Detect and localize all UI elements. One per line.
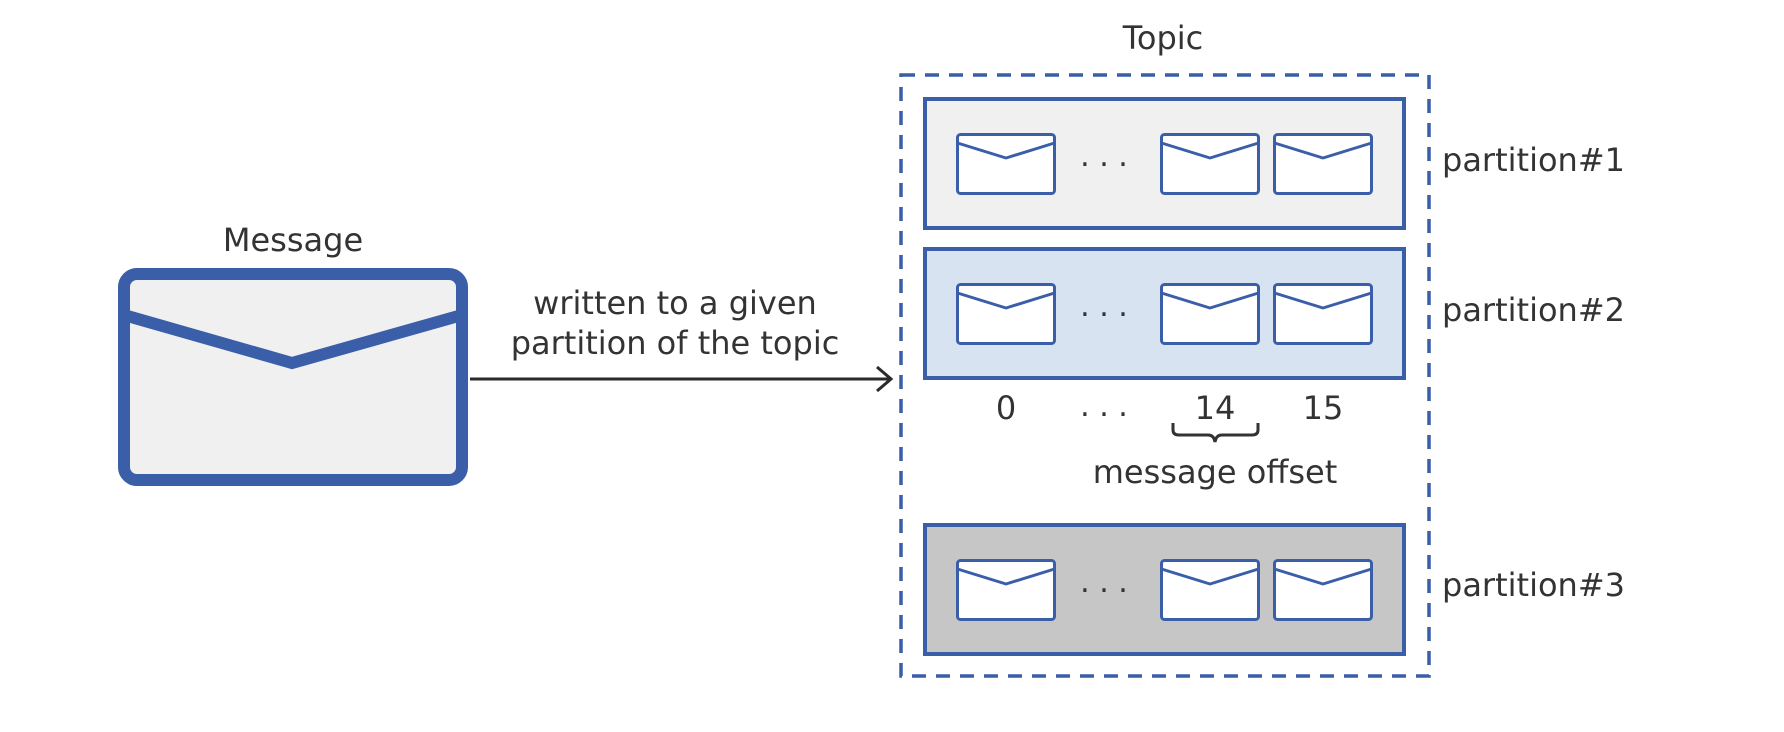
partition-3-ellipsis: . . .	[1080, 565, 1128, 600]
offset-caption: message offset	[1093, 453, 1338, 491]
partition-1-ellipsis: . . .	[1080, 139, 1128, 174]
arrow-label-line1: written to a given	[533, 284, 817, 322]
message-title: Message	[223, 221, 363, 259]
envelope-icon	[1160, 559, 1260, 621]
offset-15: 15	[1303, 389, 1344, 427]
arrow-label-line2: partition of the topic	[511, 324, 840, 362]
partition-2-label: partition#2	[1442, 291, 1625, 329]
topic-boundary	[899, 73, 1431, 678]
envelope-icon	[956, 283, 1056, 345]
message-envelope-icon	[118, 268, 468, 486]
offset-first: 0	[996, 389, 1016, 427]
partition-3-label: partition#3	[1442, 566, 1625, 604]
envelope-icon	[956, 559, 1056, 621]
offset-ellipsis: . . .	[1080, 389, 1128, 424]
envelope-icon	[1160, 133, 1260, 195]
topic-title: Topic	[1122, 19, 1203, 57]
write-arrow	[470, 365, 894, 393]
envelope-icon	[1273, 283, 1373, 345]
envelope-icon	[1273, 559, 1373, 621]
partition-2: . . .	[923, 247, 1406, 380]
envelope-icon	[1273, 133, 1373, 195]
partition-1: . . .	[923, 97, 1406, 230]
partition-1-label: partition#1	[1442, 141, 1625, 179]
envelope-icon	[1160, 283, 1260, 345]
offset-brace	[1171, 423, 1260, 443]
envelope-icon	[956, 133, 1056, 195]
partition-3: . . .	[923, 523, 1406, 656]
partition-2-ellipsis: . . .	[1080, 289, 1128, 324]
offset-14: 14	[1195, 389, 1236, 427]
